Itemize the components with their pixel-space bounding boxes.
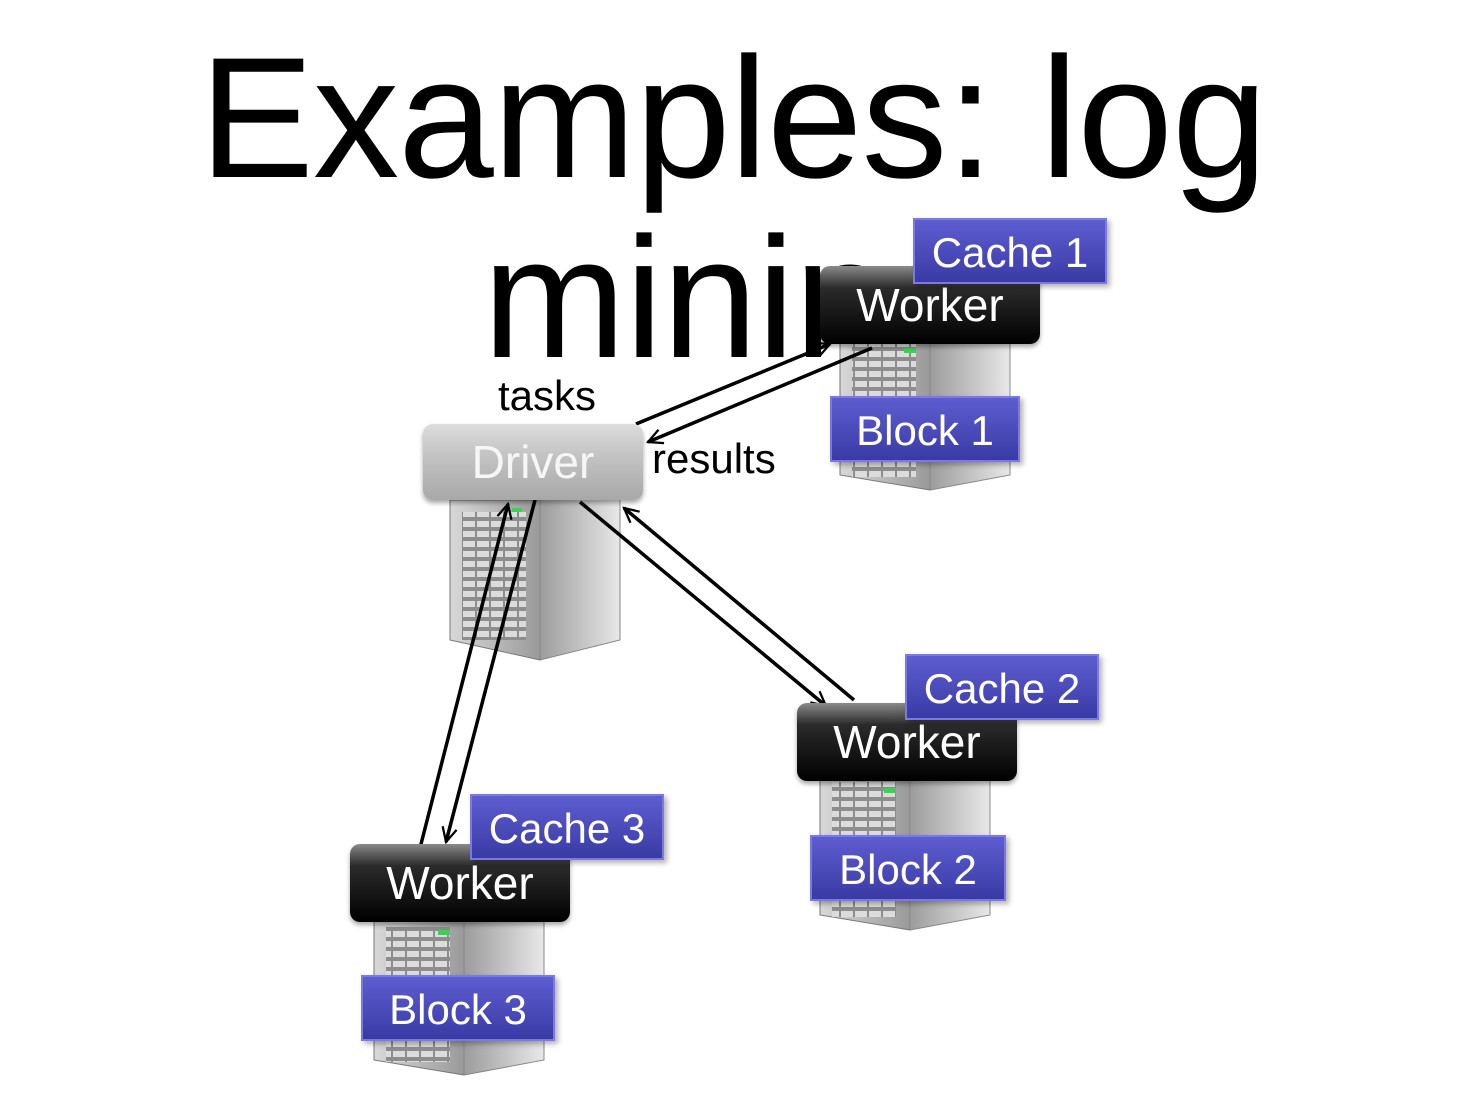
worker-3-node: Worker <box>350 844 570 922</box>
result-arrow-worker-2 <box>624 508 856 702</box>
cache-1-chip: Cache 1 <box>913 218 1107 284</box>
task-arrow-worker-3 <box>446 499 537 842</box>
tasks-label: tasks <box>498 372 597 419</box>
block-3-chip: Block 3 <box>361 975 555 1041</box>
results-label: results <box>652 435 776 482</box>
block-2-chip: Block 2 <box>810 835 1006 901</box>
result-arrow-worker-1 <box>648 346 873 442</box>
cache-3-chip: Cache 3 <box>470 794 664 860</box>
driver-node: Driver <box>423 424 643 500</box>
cache-2-chip: Cache 2 <box>905 654 1099 720</box>
task-arrow-worker-2 <box>578 500 826 706</box>
block-1-chip: Block 1 <box>830 396 1020 462</box>
task-arrow-worker-1 <box>635 344 830 426</box>
result-arrow-worker-3 <box>418 504 508 849</box>
